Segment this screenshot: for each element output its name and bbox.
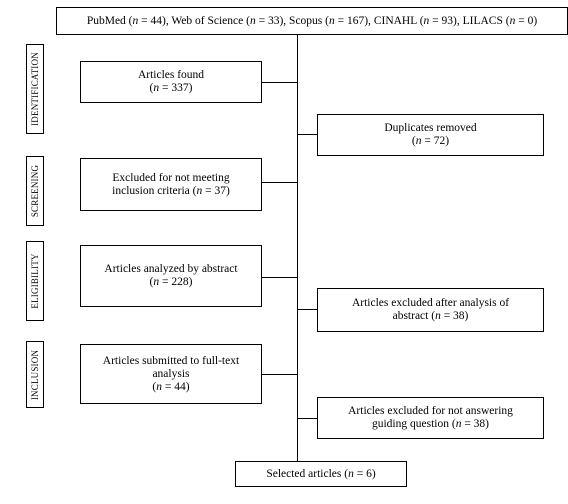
n-symbol: n: [423, 14, 430, 27]
source-lilacs: LILACS (: [462, 14, 510, 27]
excluded-criteria-box: Excluded for not meeting inclusion crite…: [80, 158, 262, 211]
source-scopus-count: = 167),: [334, 14, 374, 27]
connector-fulltext: [261, 374, 297, 375]
n-symbol: n: [153, 276, 160, 288]
articles-found-count: = 337): [159, 82, 193, 94]
paren: (: [149, 276, 154, 288]
selected-label: Selected articles (: [266, 467, 349, 480]
n-symbol: n: [328, 14, 335, 27]
stage-identification: IDENTIFICATION: [26, 44, 44, 134]
analyzed-abstract-count: = 228): [159, 276, 193, 288]
excluded-criteria-label: Excluded for not meeting: [112, 171, 230, 184]
paren: (: [149, 82, 154, 94]
connector-analyzed: [261, 277, 297, 278]
stage-identification-label: IDENTIFICATION: [30, 52, 40, 126]
paren: (: [411, 135, 416, 147]
n-symbol: n: [132, 14, 139, 27]
source-lilacs-count: = 0): [515, 14, 538, 27]
duplicates-label: Duplicates removed: [384, 122, 477, 134]
selected-count: = 6): [353, 467, 376, 480]
connector-found: [261, 82, 297, 83]
n-symbol: n: [196, 184, 203, 197]
excluded-question-label-2: guiding question (: [371, 418, 456, 430]
connector-excluded-abstract: [297, 309, 317, 310]
connector-excluded-question: [297, 418, 317, 419]
stage-inclusion: INCLUSION: [26, 341, 44, 408]
analyzed-abstract-label: Articles analyzed by abstract: [104, 263, 238, 275]
fulltext-label-2: analysis: [152, 367, 190, 380]
duplicates-removed-box: Duplicates removed (n = 72): [317, 114, 544, 156]
main-flow-line: [297, 34, 298, 462]
stage-eligibility: ELIGIBILITY: [26, 241, 44, 321]
source-pubmed-count: = 44),: [138, 14, 172, 27]
excluded-criteria-label-2: inclusion criteria (: [112, 184, 197, 197]
fulltext-box: Articles submitted to full-text analysis…: [80, 344, 262, 404]
excluded-criteria-count: = 37): [202, 184, 230, 197]
source-wos-count: = 33),: [255, 14, 290, 27]
stage-screening: SCREENING: [26, 156, 44, 226]
stage-inclusion-label: INCLUSION: [30, 349, 40, 400]
duplicates-count: = 72): [421, 135, 450, 147]
connector-duplicates: [297, 134, 317, 135]
connector-excluded-criteria: [261, 182, 297, 183]
n-symbol: n: [249, 14, 256, 27]
stage-eligibility-label: ELIGIBILITY: [30, 253, 40, 309]
n-symbol: n: [156, 380, 162, 393]
paren: (: [152, 380, 157, 393]
excluded-abstract-label: Articles excluded after analysis of: [351, 297, 510, 309]
articles-found-label: Articles found: [137, 69, 205, 81]
fulltext-label: Articles submitted to full-text: [102, 354, 240, 367]
source-cinahl-count: = 93),: [429, 14, 463, 27]
n-symbol: n: [153, 82, 160, 94]
excluded-question-box: Articles excluded for not answering guid…: [317, 397, 544, 439]
excluded-abstract-box: Articles excluded after analysis of abst…: [317, 288, 544, 332]
excluded-abstract-label-2: abstract (: [392, 310, 436, 322]
source-scopus: Scopus (: [289, 14, 329, 27]
source-pubmed: PubMed (: [86, 14, 133, 27]
n-symbol: n: [455, 418, 462, 430]
source-cinahl: CINAHL (: [373, 14, 424, 27]
stage-screening-label: SCREENING: [30, 164, 40, 218]
fulltext-count: = 44): [162, 380, 190, 393]
n-symbol: n: [435, 310, 441, 322]
excluded-abstract-count: = 38): [440, 310, 469, 322]
n-symbol: n: [415, 135, 422, 147]
analyzed-abstract-box: Articles analyzed by abstract (n = 228): [80, 245, 262, 307]
n-symbol: n: [348, 467, 354, 480]
source-web-of-science: Web of Science (: [171, 14, 250, 27]
sources-box: PubMed (n = 44), Web of Science (n = 33)…: [56, 7, 568, 35]
articles-found-box: Articles found (n = 337): [80, 61, 262, 103]
n-symbol: n: [509, 14, 516, 27]
excluded-question-count: = 38): [461, 418, 490, 430]
selected-articles-box: Selected articles (n = 6): [235, 461, 407, 487]
excluded-question-label: Articles excluded for not answering: [348, 405, 513, 417]
